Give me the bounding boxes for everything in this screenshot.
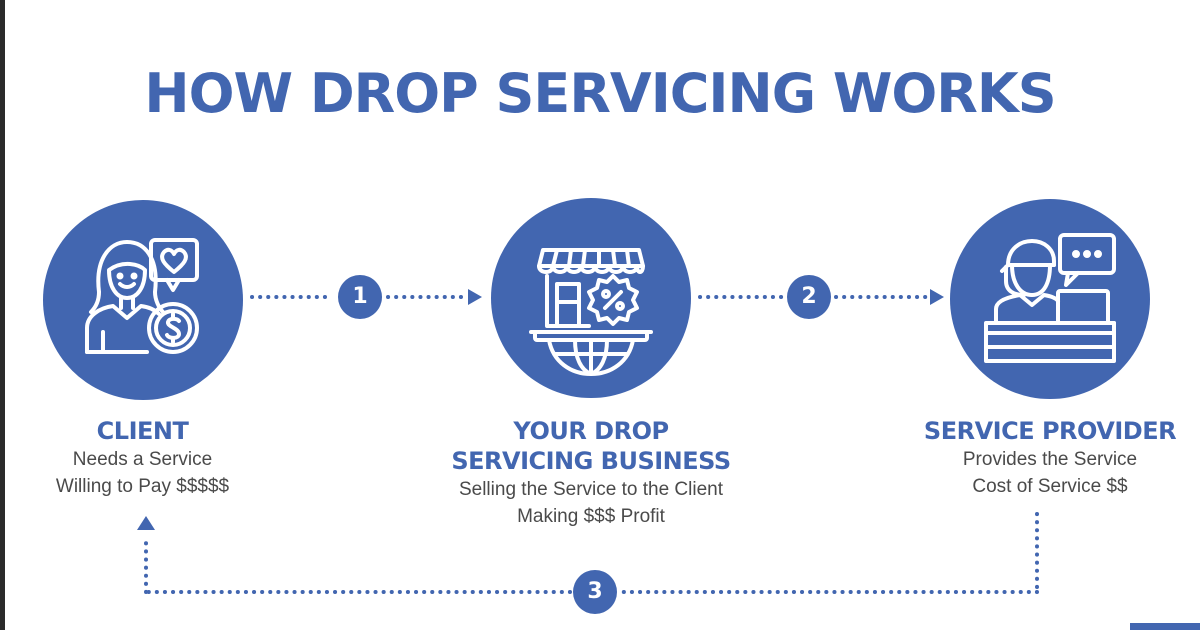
- provider-circle: [950, 199, 1150, 399]
- client-line-pay: Willing to Pay $$$$$: [55, 476, 230, 497]
- provider-line-provides: Provides the Service: [962, 449, 1138, 470]
- business-line-selling: Selling the Service to the Client: [458, 479, 724, 500]
- client-line-need: Needs a Service: [72, 449, 213, 470]
- page-title: HOW DROP SERVICING WORKS: [144, 62, 1056, 125]
- business-caption: YOUR DROP SERVICING BUSINESS Selling the…: [420, 416, 762, 530]
- provider-caption: SERVICE PROVIDER Provides the Service Co…: [915, 416, 1185, 500]
- connector-1-line: [250, 289, 482, 305]
- step-1-badge: 1: [338, 275, 382, 319]
- connector-3-line: [137, 512, 1039, 594]
- storefront-discount-globe-icon: [529, 248, 653, 376]
- client-caption: CLIENT Needs a Service Willing to Pay $$…: [20, 416, 265, 500]
- connector-1-arrowhead: [468, 289, 482, 305]
- left-edge-bar: [0, 0, 5, 630]
- provider-line-cost: Cost of Service $$: [972, 476, 1128, 497]
- step-2-badge: 2: [787, 275, 831, 319]
- step-3-badge: 3: [573, 570, 617, 614]
- provider-heading: SERVICE PROVIDER: [923, 417, 1177, 445]
- business-line-profit: Making $$$ Profit: [517, 506, 665, 527]
- client-heading: CLIENT: [96, 417, 189, 445]
- connector-2-arrowhead: [930, 289, 944, 305]
- business-circle: [491, 198, 691, 398]
- corner-accent-bar: [1130, 623, 1200, 630]
- connector-2-line: [698, 289, 944, 305]
- client-with-heart-and-dollar-icon: [85, 238, 199, 354]
- business-heading-line-2: SERVICING BUSINESS: [451, 447, 731, 475]
- business-heading-line-1: YOUR DROP: [513, 417, 669, 445]
- client-circle: [43, 200, 243, 400]
- service-provider-at-laptop-icon: [984, 233, 1116, 363]
- connector-3-arrowhead: [137, 516, 155, 530]
